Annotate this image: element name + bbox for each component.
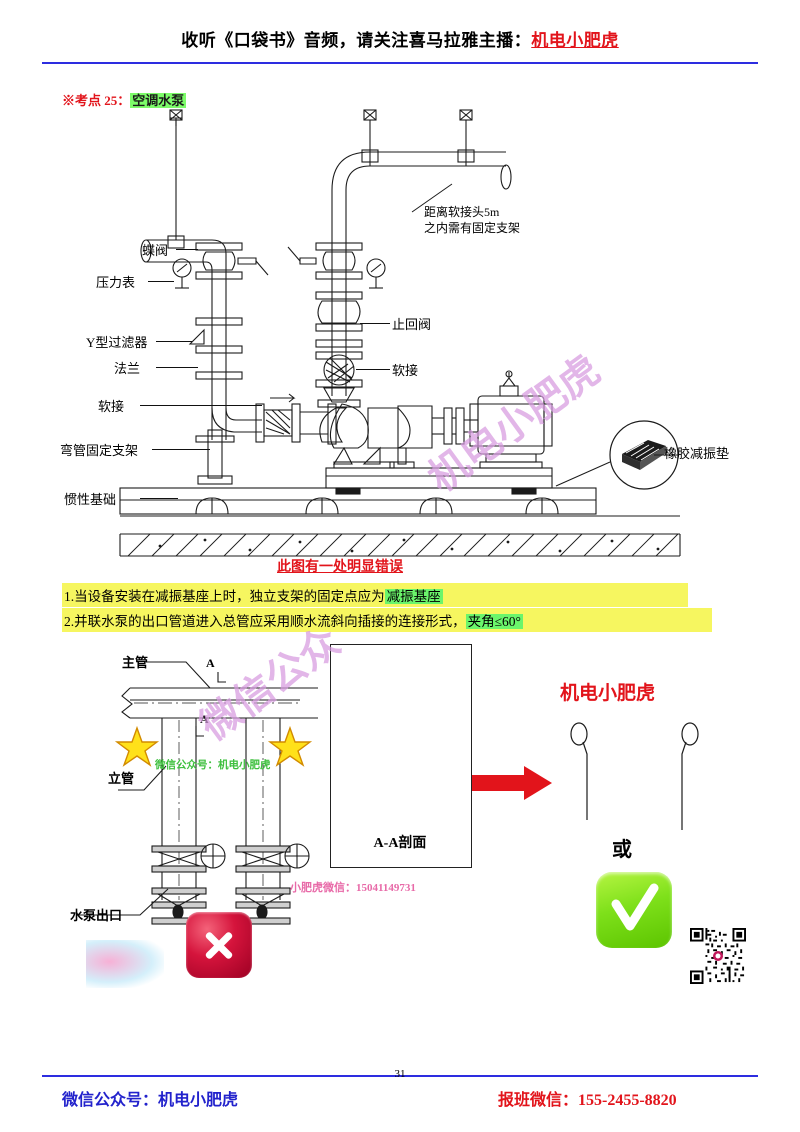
point-row-1: 1.当设备安装在减振基座上时，独立支架的固定点应为减振基座 [62, 583, 688, 607]
label-flange: 法兰 [114, 361, 141, 376]
leader-flexible-joint-centre [356, 369, 390, 370]
red-arrow-icon [466, 766, 552, 800]
exam-point-prefix: ※考点 25： [62, 93, 131, 108]
star-marker-right [267, 725, 313, 767]
leader-elbow-fixed-support [152, 449, 210, 450]
red-x-icon [186, 912, 252, 978]
star-marker-left [114, 725, 160, 767]
qr-code-icon [690, 928, 746, 984]
exam-point-topic: 空调水泵 [130, 93, 187, 108]
section-mark-a-bottom: A [200, 712, 209, 726]
label-flexible-joint-left: 软接 [98, 399, 125, 414]
leader-y-strainer [156, 341, 192, 342]
section-aa-caption: A-A剖面 [373, 836, 427, 851]
label-pressure-gauge: 压力表 [96, 275, 136, 290]
page-number: 31 [394, 1068, 406, 1080]
pink-contact-text: 小肥虎微信：15041149731 [290, 882, 416, 894]
point-1-index: 1. [64, 589, 75, 604]
page-header: 收听《口袋书》音频，请关注喜马拉雅主播：机电小肥虎 [0, 26, 800, 51]
point-2-highlight: 夹角≤60° [465, 614, 523, 629]
exam-point-line: ※考点 25：空调水泵 [62, 90, 187, 109]
footer-left-text: 微信公众号：机电小肥虎 [62, 1092, 239, 1109]
leader-flexible-joint-left [140, 405, 262, 406]
rubber-pad-detail-callout [555, 420, 679, 490]
correct-angled-branch-2 [681, 722, 699, 830]
point-row-2: 2.并联水泵的出口管道进入总管应采用顺水流斜向插接的连接形式，夹角≤60° [62, 608, 712, 632]
note-fixed-support: 距离软接头5m 之内需有固定支架 [424, 204, 520, 236]
label-flexible-joint-centre: 软接 [392, 363, 419, 378]
header-divider [42, 62, 758, 64]
note-fixed-support-line1: 距离软接头5m [424, 205, 500, 219]
green-check-icon [596, 872, 672, 948]
label-butterfly-valve: 蝶阀 [142, 243, 169, 258]
footer-divider [42, 1075, 758, 1077]
leader-check-valve [360, 323, 390, 324]
header-anchor-name: 机电小肥虎 [531, 31, 619, 50]
brand-title-right: 机电小肥虎 [560, 683, 656, 704]
leader-butterfly-valve [176, 249, 198, 250]
note-fixed-support-line2: 之内需有固定支架 [424, 221, 521, 235]
leader-pressure-gauge [148, 281, 174, 282]
point-2-text: 并联水泵的出口管道进入总管应采用顺水流斜向插接的连接形式， [74, 614, 466, 629]
decorative-color-smudge [86, 940, 164, 988]
label-inertia-base: 惯性基础 [64, 492, 117, 507]
label-y-strainer: Y型过滤器 [86, 335, 148, 350]
label-main-pipe: 主管 [122, 655, 149, 670]
or-separator-text: 或 [612, 839, 632, 861]
green-watermark-text: 微信公众号：机电小肥虎 [155, 760, 271, 771]
label-riser-pipe: 立管 [108, 771, 135, 786]
section-aa-panel [330, 644, 472, 868]
correct-angled-branch-1 [570, 722, 588, 820]
point-1-text: 当设备安装在减振基座上时，独立支架的固定点应为 [74, 589, 385, 604]
point-1-highlight: 减振基座 [384, 589, 443, 604]
header-text: 收听《口袋书》音频，请关注喜马拉雅主播： [181, 31, 532, 50]
label-rubber-vibration-pad: 橡胶减振垫 [664, 446, 730, 461]
label-pump-outlet: 水泵出口 [70, 908, 123, 923]
error-note: 此图有一处明显错误 [277, 560, 403, 575]
section-mark-a-top: A [206, 656, 215, 670]
leader-flange [156, 367, 198, 368]
leader-inertia-base [140, 498, 178, 499]
point-2-index: 2. [64, 614, 75, 629]
label-elbow-fixed-support: 弯管固定支架 [60, 443, 139, 458]
footer-right-text: 报班微信：155-2455-8820 [498, 1092, 677, 1109]
label-check-valve: 止回阀 [392, 317, 432, 332]
